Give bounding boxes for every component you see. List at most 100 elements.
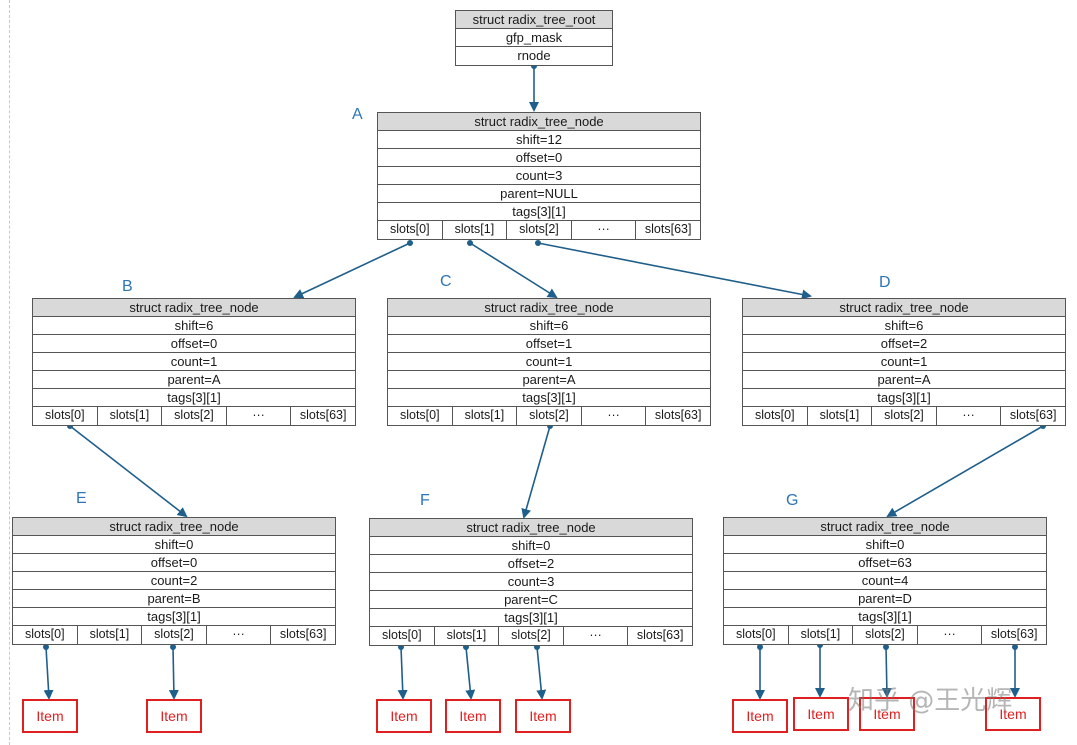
node-field: count=1 [33, 353, 355, 371]
slot-cell: slots[1] [789, 626, 854, 644]
slot-cell: slots[0] [743, 407, 808, 425]
watermark: 知乎 @王光辉 [848, 686, 1013, 716]
slots-row: slots[0]slots[1]slots[2]···slots[63] [388, 407, 710, 425]
node-field: count=1 [388, 353, 710, 371]
slot-cell: slots[63] [990, 627, 1038, 641]
node-field: count=3 [378, 167, 700, 185]
node-field: shift=6 [388, 317, 710, 335]
slots-row: slots[0]slots[1]slots[2]···slots[63] [370, 627, 692, 645]
pointer-origin-dot [535, 240, 541, 246]
node-field: tags[3][1] [378, 203, 700, 221]
item-box: Item [376, 699, 432, 733]
slot-cell: slots[0] [378, 221, 443, 239]
node-field: tags[3][1] [13, 608, 335, 626]
pointer-arrow [168, 646, 179, 700]
pointer-arrow [536, 646, 547, 700]
pointer-origin-dot [467, 240, 473, 246]
item-box: Item [146, 699, 202, 733]
node-field: offset=2 [743, 335, 1065, 353]
pointer-origin-dot [1012, 644, 1018, 650]
page-border [9, 0, 10, 745]
item-box: Item [732, 699, 788, 733]
slot-cell: slots[1] [435, 627, 500, 645]
radix-tree-root: struct radix_tree_root gfp_mask rnode [455, 10, 613, 66]
slots-row: slots[0]slots[1]slots[2]···slots[63] [13, 626, 335, 644]
slots-row: slots[0]slots[1]slots[2]···slots[63] [724, 626, 1046, 644]
node-field: parent=A [743, 371, 1065, 389]
pointer-origin-dot [170, 644, 176, 650]
node-field: shift=0 [13, 536, 335, 554]
slot-cell: slots[63] [636, 628, 684, 642]
node-field: offset=0 [13, 554, 335, 572]
node-title: struct radix_tree_node [743, 299, 1065, 317]
slot-cell: ··· [572, 221, 637, 239]
slot-cell: ··· [918, 626, 983, 644]
pointer-origin-dot [407, 240, 413, 246]
slot-cell: slots[63] [299, 408, 347, 422]
node-field: parent=A [388, 371, 710, 389]
slot-cell: ··· [227, 407, 292, 425]
root-field-gfp-mask: gfp_mask [456, 29, 612, 47]
node-title: struct radix_tree_node [388, 299, 710, 317]
slot-cell: slots[1] [453, 407, 518, 425]
slot-cell: ··· [582, 407, 647, 425]
item-box: Item [793, 697, 849, 731]
pointer-arrow [293, 242, 411, 299]
node-field: tags[3][1] [33, 389, 355, 407]
pointer-arrow [881, 646, 892, 698]
pointer-arrow [43, 646, 54, 700]
slot-cell: slots[0] [724, 626, 789, 644]
pointer-arrow [886, 425, 1044, 518]
slot-cell: slots[2] [872, 407, 937, 425]
node-field: shift=6 [743, 317, 1065, 335]
slots-row: slots[0]slots[1]slots[2]··· slots[63] [743, 407, 1065, 425]
slot-cell: slots[1] [78, 626, 143, 644]
node-letter-E: E [76, 490, 87, 507]
pointer-arrow [69, 425, 188, 518]
slot-cell: slots[63] [1009, 408, 1057, 422]
node-field: count=3 [370, 573, 692, 591]
slots-row: slots[0]slots[1]slots[2]···slots[63] [33, 407, 355, 425]
item-box: Item [22, 699, 78, 733]
slot-cell: slots[63] [644, 222, 692, 236]
pointer-arrow [469, 242, 558, 299]
slot-cell: ··· [564, 627, 629, 645]
pointer-origin-dot [757, 644, 763, 650]
slot-cell: slots[0] [13, 626, 78, 644]
slot-cell: slots[1] [808, 407, 873, 425]
root-title: struct radix_tree_root [456, 11, 612, 29]
node-letter-C: C [440, 273, 452, 290]
slot-cell: slots[2] [517, 407, 582, 425]
slot-cell: slots[2] [162, 407, 227, 425]
node-field: offset=63 [724, 554, 1046, 572]
node-field: offset=0 [378, 149, 700, 167]
slot-cell: slots[2] [507, 221, 572, 239]
slots-row: slots[0]slots[1]slots[2]···slots[63] [378, 221, 700, 239]
node-field: parent=A [33, 371, 355, 389]
node-title: struct radix_tree_node [724, 518, 1046, 536]
node-field: count=2 [13, 572, 335, 590]
pointer-origin-dot [883, 644, 889, 650]
node-field: shift=6 [33, 317, 355, 335]
node-field: parent=NULL [378, 185, 700, 203]
node-letter-F: F [420, 492, 430, 509]
pointer-origin-dot [43, 644, 49, 650]
slot-cell: slots[2] [499, 627, 564, 645]
node-letter-A: A [352, 106, 363, 123]
slot-cell: slots[0] [33, 407, 98, 425]
pointer-arrow [537, 242, 812, 300]
node-field: parent=C [370, 591, 692, 609]
item-box: Item [445, 699, 501, 733]
node-field: parent=B [13, 590, 335, 608]
node-field: offset=1 [388, 335, 710, 353]
slot-cell: ··· [937, 407, 1002, 425]
node-title: struct radix_tree_node [13, 518, 335, 536]
node-title: struct radix_tree_node [378, 113, 700, 131]
node-field: parent=D [724, 590, 1046, 608]
